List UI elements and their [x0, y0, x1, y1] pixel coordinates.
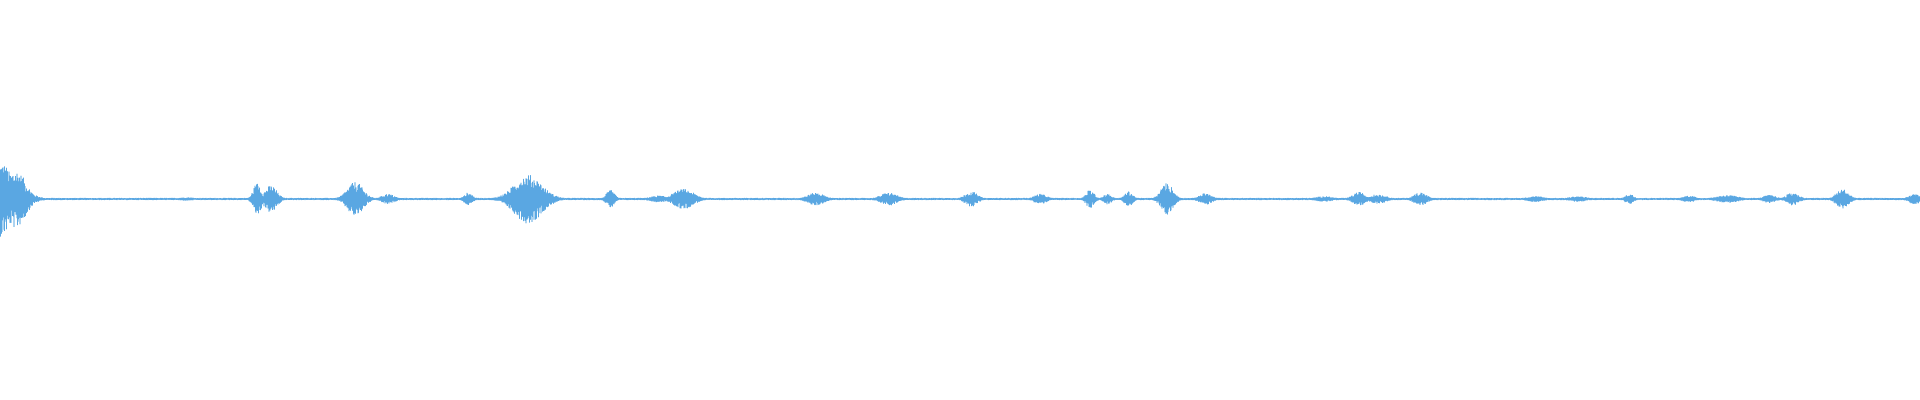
waveform-trace [0, 166, 1920, 237]
